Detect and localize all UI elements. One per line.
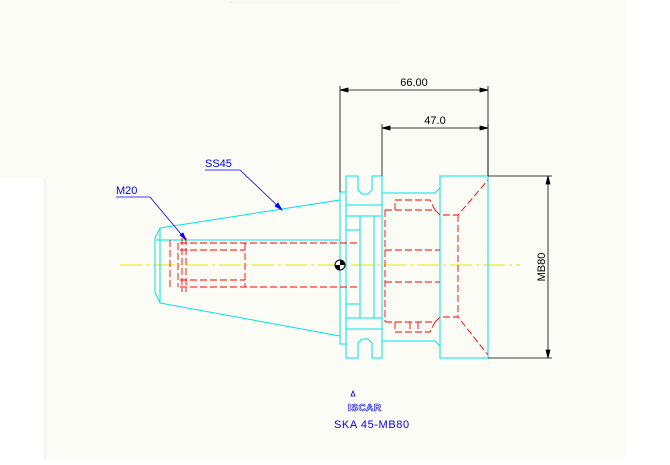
dimension-body-length (381, 124, 489, 176)
dimension-total-length-label: 66.00 (400, 77, 428, 89)
hidden-bore-lines (169, 238, 360, 292)
part-name: SKA 45-MB80 (334, 419, 410, 431)
sheet-left-strip (0, 0, 45, 178)
callout-thread-leader (116, 196, 187, 241)
center-mark (334, 259, 346, 271)
iscar-logo: ISCAR (348, 389, 382, 414)
body-outline (382, 175, 489, 359)
drawing-sheet (45, 0, 625, 460)
logo-text: ISCAR (348, 403, 382, 414)
dimension-body-length-label: 47.0 (424, 115, 445, 127)
callout-taper-label: SS45 (205, 158, 232, 170)
callout-taper-leader (205, 169, 284, 212)
callout-thread-label: M20 (116, 185, 137, 197)
hidden-body-lines (384, 179, 489, 356)
dimension-diameter-label: MB80 (536, 253, 548, 282)
dimension-diameter (488, 175, 552, 359)
